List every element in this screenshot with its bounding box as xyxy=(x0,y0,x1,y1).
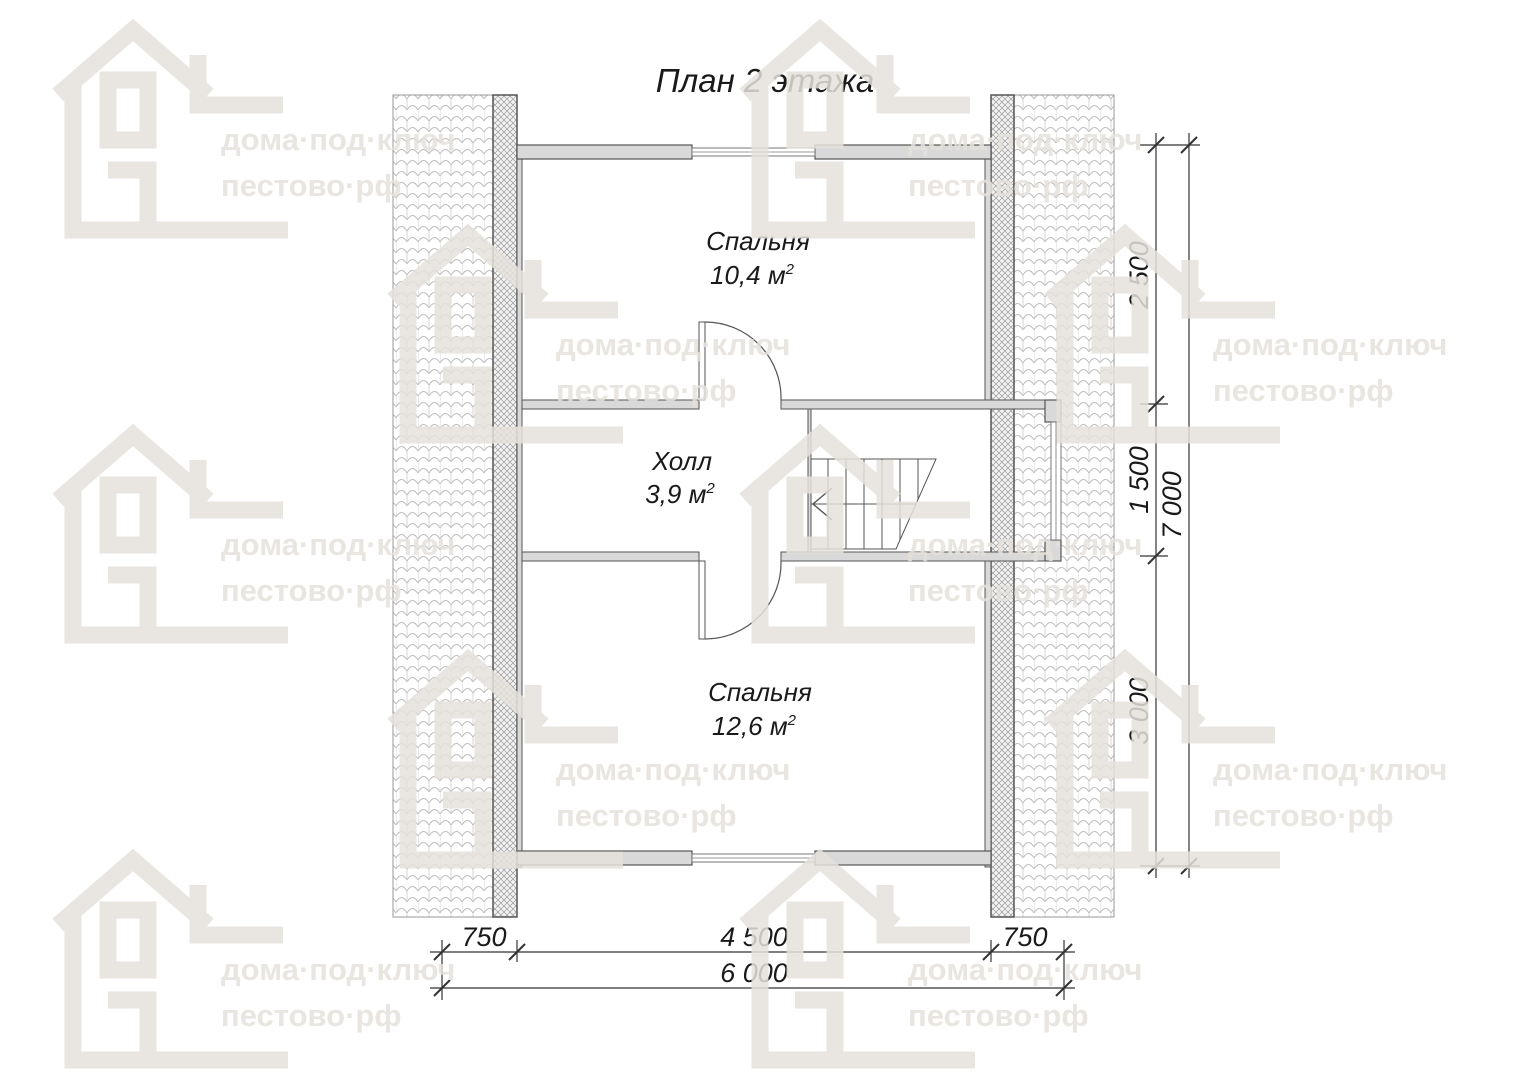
watermark-line-1: дома·под·ключ xyxy=(1213,752,1447,787)
watermark-line-1: дома·под·ключ xyxy=(908,527,1142,562)
room-3-name: Спальня xyxy=(708,677,812,707)
window-bottom xyxy=(691,853,816,863)
house-logo-icon xyxy=(52,423,288,644)
house-logo-icon xyxy=(1044,223,1280,444)
house-logo-icon xyxy=(52,848,288,1069)
watermark-line-2: пестово·рф xyxy=(908,168,1088,203)
watermark-line-2: пестово·рф xyxy=(221,168,401,203)
room-1-area: 10,4 м2 xyxy=(710,260,795,290)
watermark-line-1: дома·под·ключ xyxy=(556,752,790,787)
watermark-line-1: дома·под·ключ xyxy=(221,952,455,987)
wall-top-left xyxy=(516,144,693,160)
watermark-line-1: дома·под·ключ xyxy=(1213,327,1447,362)
dim-right-middle: 1 500 xyxy=(1124,446,1154,514)
watermark-line-1: дома·под·ключ xyxy=(221,122,455,157)
door-bedroom-1 xyxy=(698,321,782,401)
room-2-area: 3,9 м2 xyxy=(645,479,715,509)
wall-left-inner xyxy=(516,144,523,868)
room-3-area: 12,6 м2 xyxy=(712,711,797,741)
knee-wall-left xyxy=(492,94,518,918)
watermark-stamp: дома·под·ключ пестово·рф xyxy=(387,648,790,869)
partition-upper-left xyxy=(521,399,700,410)
watermark-line-1: дома·под·ключ xyxy=(221,527,455,562)
watermark-stamp: дома·под·ключ пестово·рф xyxy=(52,423,455,644)
watermark-line-1: дома·под·ключ xyxy=(908,952,1142,987)
watermark-line-2: пестово·рф xyxy=(908,998,1088,1033)
watermark-stamp: дома·под·ключ пестово·рф xyxy=(739,18,1142,239)
watermark-stamp: дома·под·ключ пестово·рф xyxy=(739,848,1142,1069)
watermark-stamp: дома·под·ключ пестово·рф xyxy=(1044,223,1447,444)
wall-bottom-right xyxy=(814,850,992,866)
watermark-line-2: пестово·рф xyxy=(221,573,401,608)
window-right xyxy=(1050,421,1062,541)
watermark-layer: дома·под·ключ пестово·рф дома·под·ключ пест… xyxy=(52,18,1447,1069)
dim-bottom-left: 750 xyxy=(461,922,506,952)
watermark-line-2: пестово·рф xyxy=(1213,373,1393,408)
house-logo-icon xyxy=(739,848,975,1069)
watermark-line-2: пестово·рф xyxy=(556,373,736,408)
watermark-line-2: пестово·рф xyxy=(556,798,736,833)
room-2-name: Холл xyxy=(651,446,712,476)
watermark-stamp: дома·под·ключ пестово·рф xyxy=(387,223,790,444)
watermark-stamp: дома·под·ключ пестово·рф xyxy=(739,423,1142,644)
house-logo-icon xyxy=(739,18,975,239)
partition-lower-left xyxy=(521,551,700,562)
watermark-line-2: пестово·рф xyxy=(1213,798,1393,833)
watermark-line-2: пестово·рф xyxy=(221,998,401,1033)
dim-right-total: 7 000 xyxy=(1157,471,1187,539)
watermark-line-1: дома·под·ключ xyxy=(908,122,1142,157)
watermark-line-2: пестово·рф xyxy=(908,573,1088,608)
partition-upper-right xyxy=(780,399,1062,410)
watermark-stamp: дома·под·ключ пестово·рф xyxy=(1044,648,1447,869)
dim-bottom-right: 750 xyxy=(1002,922,1047,952)
watermark-stamp: дома·под·ключ пестово·рф xyxy=(52,848,455,1069)
house-logo-icon xyxy=(387,648,623,869)
watermark-stamp: дома·под·ключ пестово·рф xyxy=(52,18,455,239)
house-logo-icon xyxy=(739,423,975,644)
house-logo-icon xyxy=(52,18,288,239)
house-logo-icon xyxy=(1044,648,1280,869)
watermark-line-1: дома·под·ключ xyxy=(556,327,790,362)
knee-wall-right xyxy=(990,94,1015,918)
house-logo-icon xyxy=(387,223,623,444)
